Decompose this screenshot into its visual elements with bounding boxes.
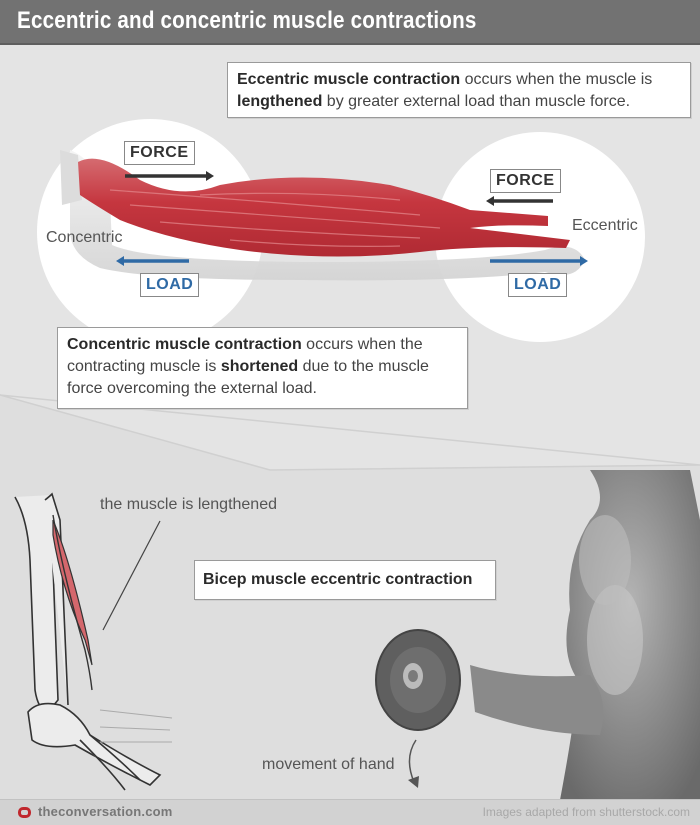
eccentric-definition-callout: Eccentric muscle contraction occurs when… (227, 62, 691, 118)
right-force-tag: FORCE (490, 169, 561, 193)
eccentric-text-2: by greater external load than muscle for… (322, 93, 631, 110)
bicep-muscle-drawing (52, 519, 93, 666)
movement-arrow (408, 739, 417, 783)
conversation-logo-icon (18, 807, 31, 818)
bone-shape (70, 150, 585, 281)
arm-skeleton (14, 492, 162, 791)
movement-of-hand-annotation: movement of hand (262, 756, 395, 773)
annotation-pointer-line (102, 520, 161, 631)
lengthened-term: lengthened (237, 93, 323, 110)
shortened-term: shortened (220, 358, 299, 375)
concentric-term: Concentric muscle contraction (67, 336, 302, 353)
right-load-tag: LOAD (508, 273, 568, 297)
muscle-illustration (78, 158, 570, 257)
concentric-text-1: occurs when the contracting muscle is (67, 336, 423, 375)
image-credit: Images adapted from shutterstock.com (482, 805, 690, 819)
bicep-eccentric-callout: Bicep muscle eccentric contraction (194, 560, 496, 600)
eccentric-term: Eccentric muscle contraction (237, 71, 461, 88)
eccentric-label: Eccentric (572, 217, 638, 234)
concentric-text-2: due to the muscle force overcoming the e… (67, 358, 429, 397)
man-with-dumbbell (375, 470, 700, 800)
left-force-tag: FORCE (124, 141, 195, 165)
muscle-lengthened-annotation: the muscle is lengthened (100, 496, 277, 513)
concentric-definition-callout: Concentric muscle contraction occurs whe… (57, 327, 468, 409)
left-load-tag: LOAD (140, 273, 200, 297)
brand-link[interactable]: theconversation.com (38, 804, 173, 819)
eccentric-text-1: occurs when the muscle is (460, 71, 653, 88)
footer: theconversation.com Images adapted from … (0, 799, 700, 825)
page-title: Eccentric and concentric muscle contract… (17, 7, 477, 34)
concentric-label: Concentric (46, 229, 123, 246)
title-bar: Eccentric and concentric muscle contract… (0, 0, 700, 45)
